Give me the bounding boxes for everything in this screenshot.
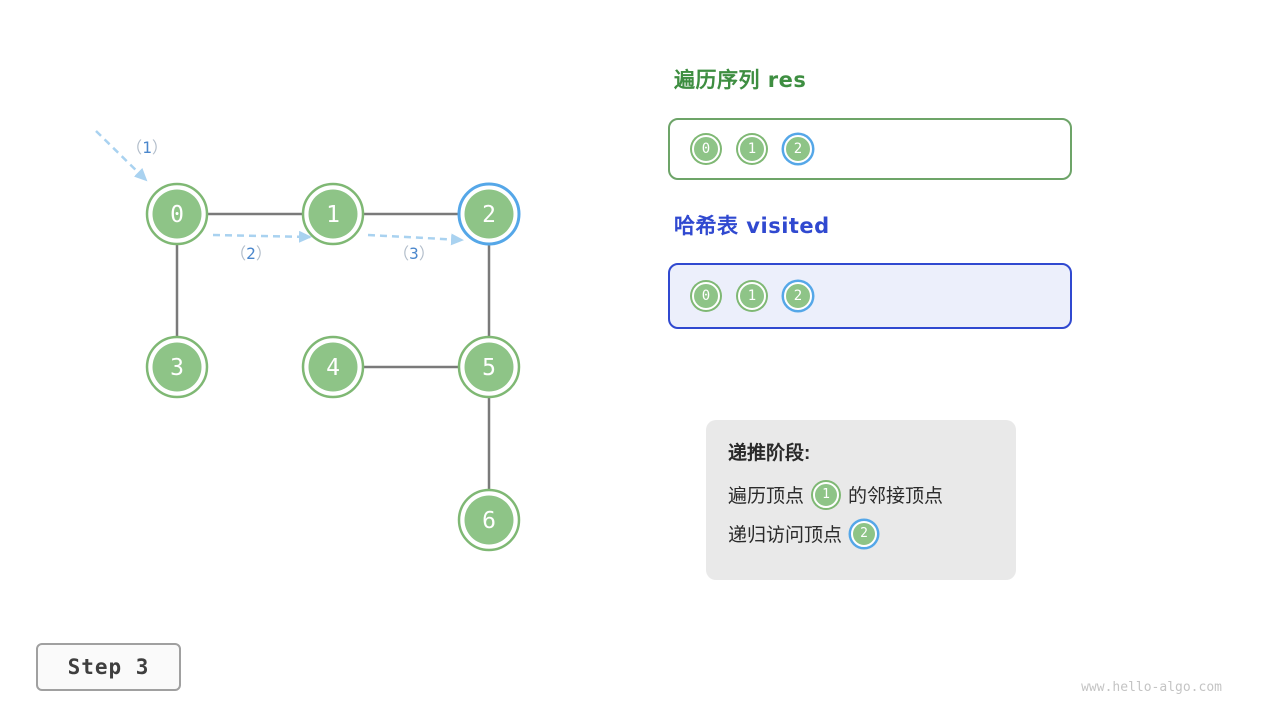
phase-line-2-node: 2	[851, 520, 878, 547]
graph-node-4: 4	[301, 335, 365, 399]
res-title: 遍历序列 res	[674, 68, 807, 92]
phase-line-1: 遍历顶点 1 的邻接顶点	[728, 481, 994, 508]
phase-line-1-suffix: 的邻接顶点	[848, 486, 944, 507]
arrow-label-1: （1）	[126, 138, 168, 157]
graph-node-3: 3	[145, 335, 209, 399]
graph-node-6: 6	[457, 488, 521, 552]
phase-line-2: 递归访问顶点 2	[728, 520, 994, 547]
visited-node-2-current: 2	[784, 282, 812, 310]
graph: （1） （2） （3） 0 1 2 3	[95, 130, 521, 552]
visited-node-1: 1	[738, 282, 766, 310]
res-node-0: 0	[692, 135, 720, 163]
visited-node-0: 0	[692, 282, 720, 310]
phase-heading: 递推阶段:	[728, 443, 811, 464]
visited-title: 哈希表 visited	[674, 214, 830, 238]
svg-text:0: 0	[170, 202, 184, 228]
svg-text:2: 2	[482, 202, 496, 228]
graph-node-5: 5	[457, 335, 521, 399]
phase-info-box: 递推阶段: 遍历顶点 1 的邻接顶点 递归访问顶点 2	[706, 420, 1016, 580]
svg-text:4: 4	[326, 355, 340, 381]
visited-box: 0 1 2	[668, 263, 1072, 329]
graph-node-2-current: 2	[457, 182, 521, 246]
res-box: 0 1 2	[668, 118, 1072, 180]
svg-text:3: 3	[170, 355, 184, 381]
graph-node-1: 1	[301, 182, 365, 246]
svg-text:6: 6	[482, 508, 496, 534]
res-node-2-current: 2	[784, 135, 812, 163]
arrow-label-2: （2）	[230, 244, 272, 263]
graph-node-0: 0	[145, 182, 209, 246]
arrow-label-3: （3）	[393, 244, 435, 263]
phase-line-1-prefix: 遍历顶点	[728, 486, 805, 507]
phase-line-1-node: 1	[813, 481, 840, 508]
res-node-1: 1	[738, 135, 766, 163]
phase-line-2-prefix: 递归访问顶点	[728, 525, 843, 546]
svg-text:1: 1	[326, 202, 340, 228]
step-badge: Step 3	[36, 643, 181, 691]
traversal-arrow-2	[212, 230, 312, 243]
traversal-arrow-3	[367, 233, 464, 246]
svg-text:5: 5	[482, 355, 496, 381]
watermark: www.hello-algo.com	[1081, 680, 1222, 695]
